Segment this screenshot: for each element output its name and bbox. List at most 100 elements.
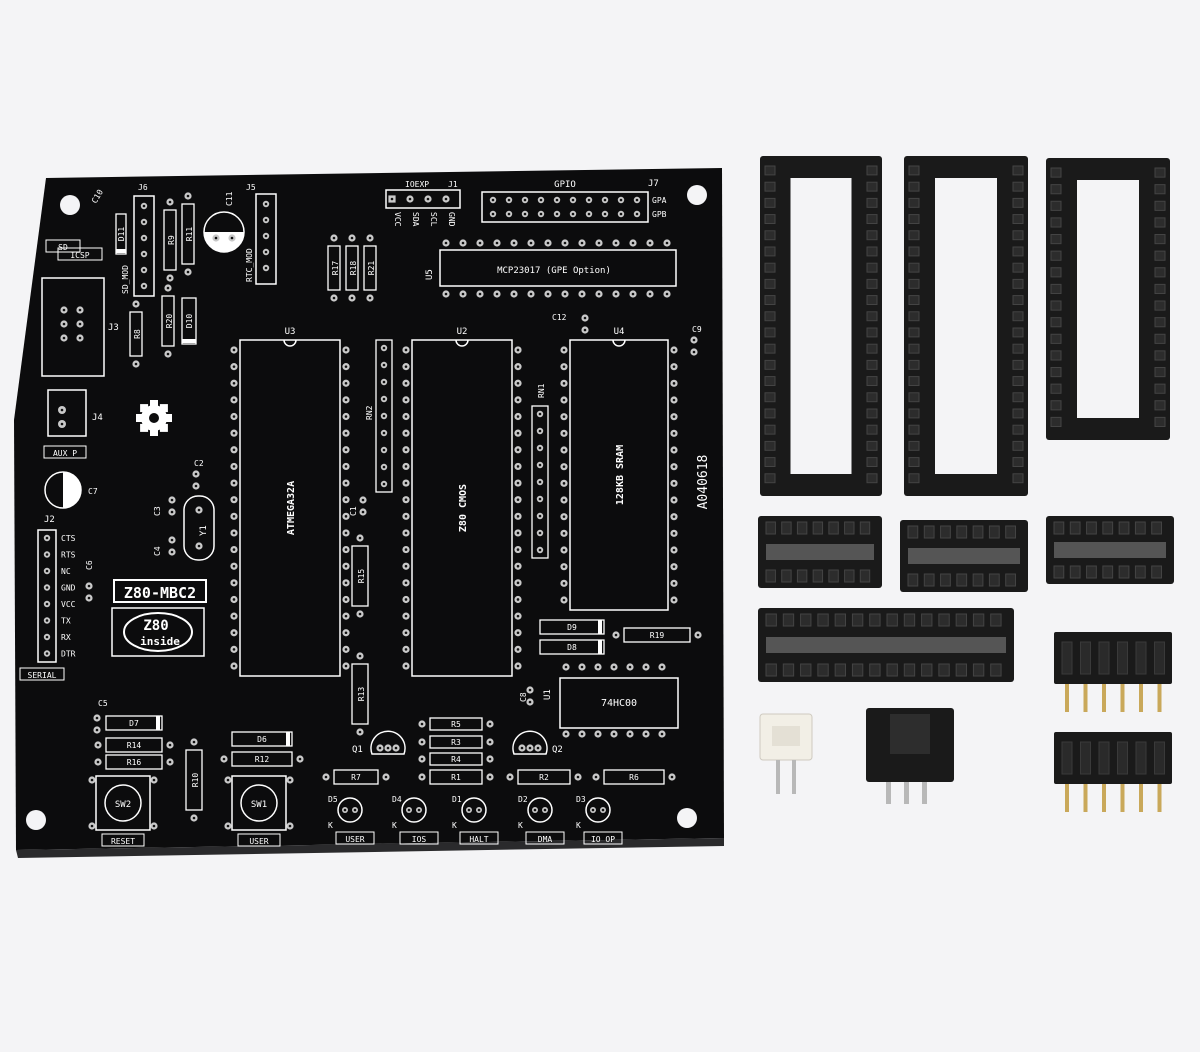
- pad-hole: [382, 380, 386, 384]
- pad-hole: [344, 614, 348, 618]
- pad-hole: [232, 564, 236, 568]
- pad-hole: [516, 415, 520, 418]
- pad-hole: [467, 808, 471, 812]
- socket-contact: [1012, 473, 1024, 484]
- pad-hole: [692, 338, 696, 342]
- diode-d7: D7: [105, 715, 163, 731]
- rtc-mod-label: RTC_MOD: [245, 248, 254, 282]
- transistor-q2: Q2: [512, 730, 563, 755]
- pad-hole: [214, 236, 218, 240]
- socket-contact: [1154, 267, 1166, 278]
- header-pin: [1065, 684, 1069, 712]
- serial-pin-label: TX: [61, 617, 71, 626]
- diode-label: D9: [567, 623, 577, 632]
- led-ref: D1: [452, 795, 462, 804]
- pad-hole: [404, 365, 408, 368]
- pad-hole: [142, 236, 146, 240]
- resistor-label: R20: [165, 314, 174, 329]
- socket-window: [935, 178, 997, 474]
- pad-hole: [288, 778, 292, 782]
- socket-channel: [766, 637, 1006, 653]
- header-cavity: [1154, 641, 1165, 675]
- board-revision: A040618: [696, 455, 711, 510]
- led-label: IOS: [412, 835, 427, 844]
- socket-contact: [908, 457, 920, 468]
- socket-channel: [908, 548, 1020, 564]
- pad-hole: [344, 598, 348, 601]
- pad-hole: [576, 775, 580, 779]
- cap-label: C12: [552, 313, 567, 322]
- pad-hole: [564, 665, 568, 669]
- pad-hole: [344, 515, 348, 518]
- cap-c6: C6: [85, 560, 94, 602]
- pad-hole: [404, 348, 408, 352]
- diode-outline: [231, 731, 293, 747]
- gear-tooth: [140, 404, 149, 413]
- socket-contact: [866, 392, 878, 403]
- sd-label: SD: [58, 243, 68, 252]
- pad-hole: [461, 241, 465, 245]
- diode-d11: D11: [115, 213, 127, 255]
- socket-contact: [1012, 376, 1024, 387]
- resistor-r16: R16: [94, 754, 174, 770]
- sd-label-box: [45, 239, 81, 253]
- pad-hole: [516, 465, 520, 468]
- pad-hole: [232, 398, 236, 402]
- pad-hole: [62, 308, 66, 312]
- cap-label: C5: [98, 699, 108, 708]
- pad-hole: [672, 498, 676, 502]
- pad-hole: [45, 619, 49, 622]
- socket-contact: [1154, 300, 1166, 311]
- socket-contact: [908, 246, 920, 257]
- resistor-outline: [327, 245, 341, 291]
- socket-contact: [764, 473, 776, 484]
- socket-contact: [866, 181, 878, 192]
- led-ref: D4: [392, 795, 402, 804]
- pad-hole: [571, 212, 575, 216]
- diode-band: [156, 716, 160, 730]
- rn1: RN1: [531, 383, 549, 559]
- socket-contact: [866, 343, 878, 354]
- socket-contact: [1154, 333, 1166, 344]
- led-label-box: [335, 831, 375, 845]
- header-pin: [1139, 784, 1143, 812]
- cap-label: C7: [88, 487, 98, 496]
- transistor-label: Q2: [552, 745, 563, 755]
- resistor-label: R12: [255, 755, 270, 764]
- serial-pin-label: RTS: [61, 551, 76, 560]
- socket-contact: [956, 573, 968, 587]
- pad-hole: [358, 536, 362, 540]
- resistor-outline: [351, 545, 369, 607]
- socket-contact: [764, 392, 776, 403]
- socket-contact: [1050, 300, 1062, 311]
- header-outline: [133, 195, 155, 297]
- j1-pin-label: SCL: [429, 212, 438, 227]
- open-hardware-gear: [136, 400, 172, 436]
- pad-hole: [516, 631, 520, 635]
- pad-hole: [222, 757, 226, 761]
- pad-hole: [45, 569, 49, 573]
- socket-contact: [764, 214, 776, 225]
- pad-hole: [232, 631, 236, 635]
- pad-hole: [591, 808, 595, 812]
- pad-hole: [134, 362, 138, 366]
- pad-hole: [382, 431, 386, 435]
- serial-pin-label: GND: [61, 584, 76, 593]
- resistor-r19: R19: [612, 627, 702, 643]
- diode-outline: [105, 715, 163, 731]
- socket-contact: [1050, 267, 1062, 278]
- socket-contact: [764, 424, 776, 435]
- pad-hole: [394, 746, 398, 750]
- pad-hole: [562, 532, 566, 535]
- resistor-r10: R10: [185, 738, 203, 822]
- pad-hole: [230, 236, 234, 240]
- pad-hole: [512, 241, 516, 245]
- resistor-r15: R15: [351, 534, 369, 618]
- socket-contact: [908, 327, 920, 338]
- resistor-r18: R18: [345, 234, 359, 302]
- header-outline: [37, 529, 57, 663]
